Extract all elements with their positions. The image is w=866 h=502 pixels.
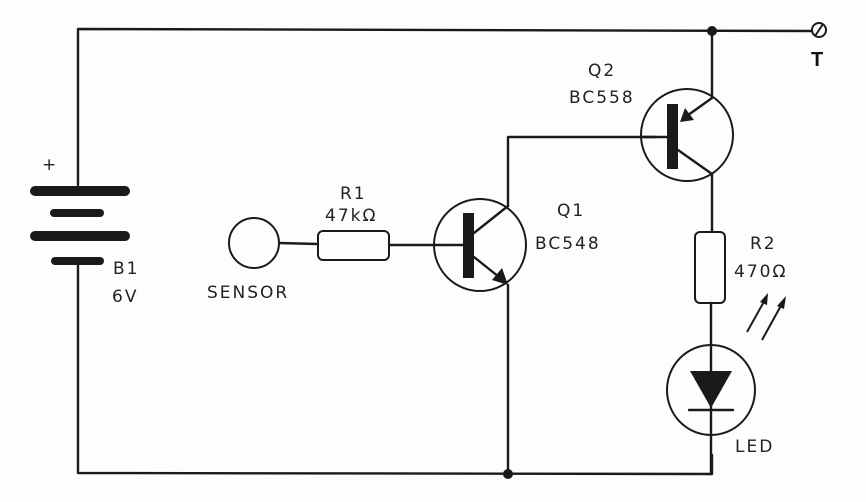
q1-part-label: BC548 [535, 234, 601, 254]
light-emission-arrows-icon [746, 293, 786, 341]
resistor-r2-body [694, 231, 726, 304]
q1-envelope [433, 198, 527, 292]
q1-emitter-arrow-icon [492, 268, 508, 285]
q2-part-label: BC558 [569, 88, 635, 108]
battery-value-label: 6V [112, 287, 138, 307]
light-arrow-1 [746, 297, 767, 333]
r2-ref-label: R2 [750, 234, 777, 254]
battery-polarity-label: + [42, 155, 58, 175]
q2-collector-lead [676, 148, 714, 176]
sensor-plate-icon [228, 217, 280, 269]
q2-base-bar [667, 104, 678, 169]
bottom-rail-wire [76, 263, 714, 476]
top-rail-wire [76, 27, 814, 187]
light-arrow-2 [761, 301, 784, 341]
r1-value-label: 47kΩ [325, 206, 377, 226]
resistor-r1-body [317, 230, 390, 261]
q1-base-bar [463, 213, 474, 278]
transistor-q1: Q1 BC548 [433, 198, 601, 292]
led: LED [666, 343, 774, 476]
r2-value-label: 470Ω [734, 262, 787, 282]
resistor-r1: R1 47kΩ [317, 184, 390, 261]
terminal-label: T [811, 49, 823, 71]
q1-collector-lead [472, 204, 510, 235]
terminal-t: T [811, 22, 827, 71]
q1-collector-to-q2-base-wire [506, 135, 657, 208]
q2-emitter-arrow-icon [680, 108, 694, 122]
sensor-to-r1-wire [277, 241, 320, 246]
q2-ref-label: Q2 [588, 61, 616, 81]
light-arrow-1-head [760, 293, 768, 305]
terminal-slot [814, 23, 824, 37]
q1-ref-label: Q1 [557, 201, 585, 221]
r1-ref-label: R1 [340, 184, 367, 204]
led-label: LED [735, 437, 774, 457]
resistor-r2: R2 470Ω [694, 231, 787, 304]
transistor-q2: Q2 BC558 [569, 29, 734, 182]
q2-envelope [640, 88, 734, 182]
sensor: SENSOR [207, 217, 289, 303]
sensor-label: SENSOR [207, 283, 289, 303]
terminal-screw-icon [811, 22, 827, 38]
light-arrow-2-head [777, 296, 786, 309]
battery-ref-label: B1 [113, 259, 139, 279]
battery-b1: + B1 6V [30, 155, 139, 307]
